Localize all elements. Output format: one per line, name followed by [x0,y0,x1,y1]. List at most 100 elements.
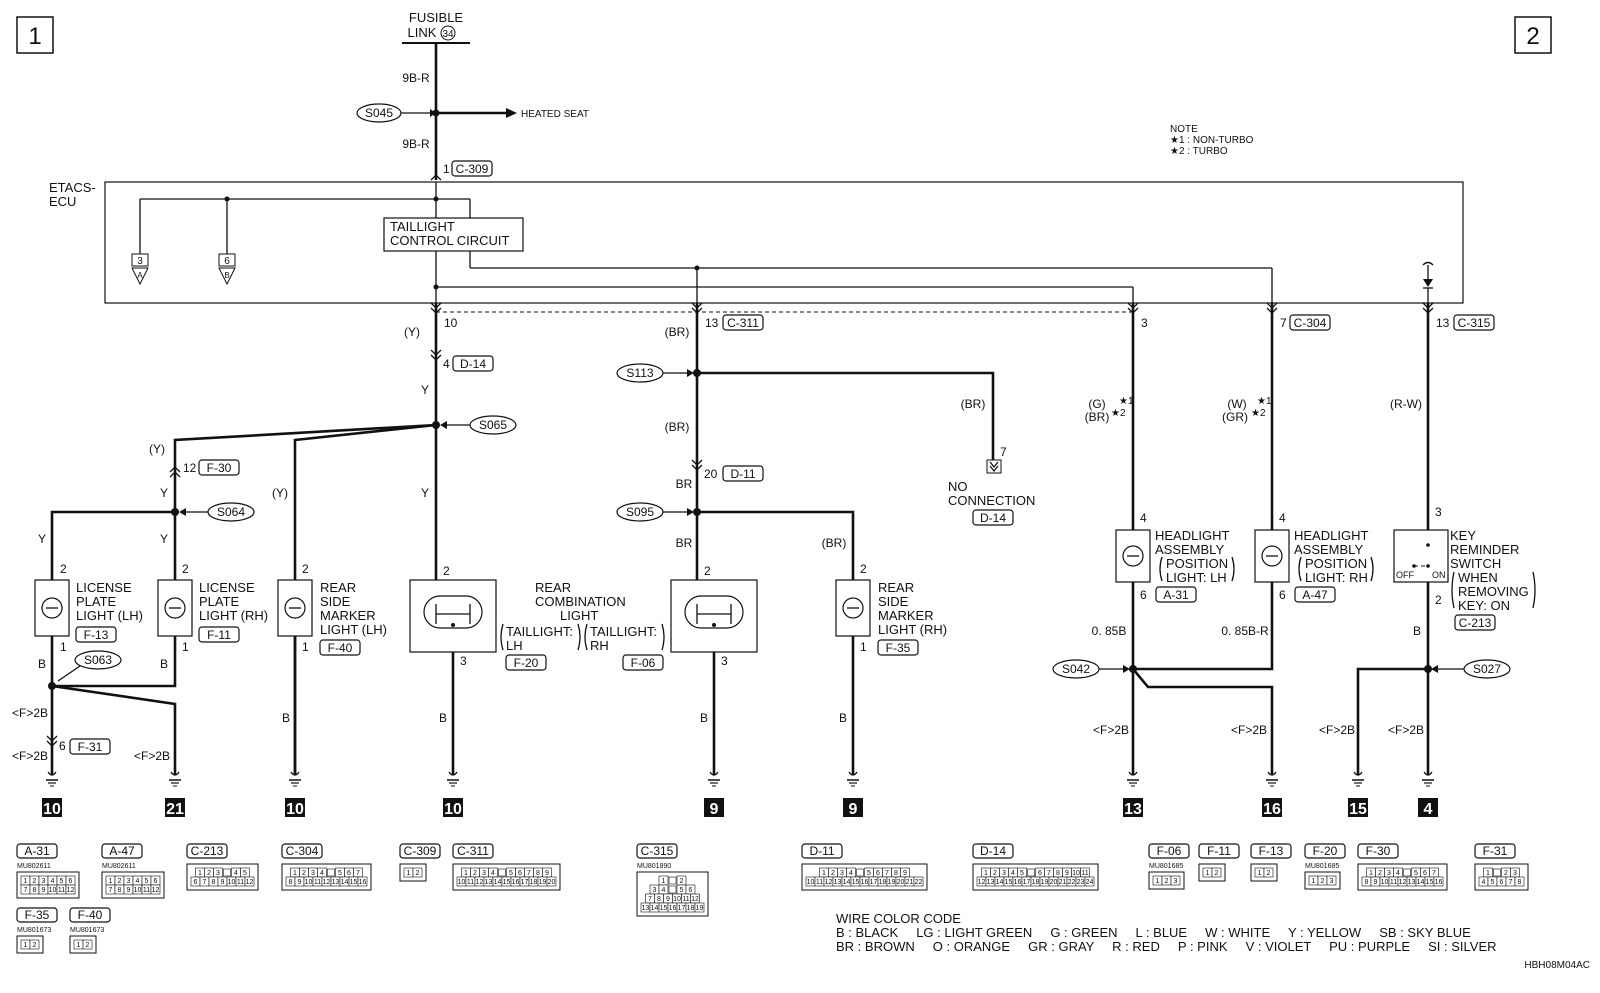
connector-pin: 1 [662,878,666,885]
connector-view-label: C-304 [286,844,319,858]
connector-view-label: F-40 [78,908,103,922]
connector-pin: 4 [136,878,140,885]
connector-pin: 2 [118,878,122,885]
ecu-pin-connector: C-315 [1458,316,1491,330]
splice-s064: S064 [179,502,255,522]
connector-pin: 8 [1056,870,1060,877]
svg-text:4: 4 [1140,511,1147,525]
ground-5: 9 [843,771,863,818]
svg-text:LIGHT (RH): LIGHT (RH) [199,608,268,623]
connector-pin: 4 [234,870,238,877]
fusible-link: FUSIBLE LINK 34 [402,10,470,44]
svg-text:A-31: A-31 [1163,588,1189,602]
svg-text:3: 3 [721,654,728,668]
svg-text:ASSEMBLY: ASSEMBLY [1155,542,1224,557]
svg-text:Y: Y [38,532,46,546]
svg-text:MARKER: MARKER [878,608,934,623]
svg-text:WIRE COLOR CODE: WIRE COLOR CODE [836,911,961,926]
svg-text:3: 3 [137,256,143,267]
connector-pin: 8 [118,887,122,894]
connector-pin: 7 [24,887,28,894]
connector-pin: 12 [978,879,986,886]
svg-text:<F>2B: <F>2B [1231,723,1267,737]
svg-text:<F>2B: <F>2B [1319,723,1355,737]
ground-point-badge [42,798,62,817]
connector-pin: 1 [1369,870,1373,877]
connector-pin: 7 [648,896,652,903]
svg-text:S063: S063 [84,653,112,667]
rear-side-marker-light-lh: 2 1 REAR SIDE MARKER LIGHT (LH) F-40 [277,562,387,656]
connector-pin: 18 [530,879,538,886]
connector-pin: 16 [861,879,869,886]
ground-0: 10 [42,771,62,818]
svg-text:F-20: F-20 [514,656,539,670]
connector-pin: 24 [1086,879,1094,886]
connector-pin: 2 [302,870,306,877]
svg-text:POSITION: POSITION [1305,556,1367,571]
svg-text:NO: NO [948,479,968,494]
connector-pin: 3 [653,887,657,894]
connector-pin: 9 [545,870,549,877]
connector-pin: 3 [1513,870,1517,877]
connector-pin: 11 [1390,879,1397,886]
connector-pin: 6 [194,879,198,886]
connector-pin: 18 [879,879,887,886]
svg-text:WHEN: WHEN [1458,570,1498,585]
license-plate-light-rh: 2 1 LICENSE PLATE LIGHT (RH) F-11 [157,562,268,654]
svg-text:F-40: F-40 [328,641,353,655]
svg-text:★1 : NON-TURBO: ★1 : NON-TURBO [1170,135,1254,146]
svg-text:S064: S064 [217,505,245,519]
connector-pin: 20 [548,879,556,886]
svg-text:★1: ★1 [1257,396,1272,407]
connector-pin: 13 [485,879,493,886]
svg-text:LIGHT (RH): LIGHT (RH) [878,622,947,637]
connector-pin: 16 [669,905,677,912]
svg-text:S113: S113 [626,366,653,380]
svg-text:D-14: D-14 [460,357,486,371]
connector-pin: 8 [1518,879,1522,886]
svg-text:1: 1 [60,640,67,654]
svg-text:0. 85B: 0. 85B [1092,624,1127,638]
svg-text:7: 7 [1000,445,1007,459]
ground-7: 16 [1262,771,1282,818]
svg-text:S065: S065 [479,418,507,432]
connector-pin: 2 [1378,870,1382,877]
svg-text:B: B [439,711,447,725]
ground-point-badge [1262,798,1282,817]
connector-pin: 22 [915,879,923,886]
connector-pin: 2 [416,870,420,877]
svg-text:★1: ★1 [1119,396,1134,407]
connector-view-label: C-315 [641,844,674,858]
svg-text:LH: LH [506,638,523,653]
connector-view-label: C-213 [191,844,224,858]
svg-text:LIGHT: LIGHT [560,608,598,623]
connector-pin: 11 [314,879,321,886]
connector-pin: 5 [145,878,149,885]
svg-text:★2 : TURBO: ★2 : TURBO [1170,146,1228,157]
svg-text:(W): (W) [1227,397,1246,411]
connector-pin: 11 [58,887,65,894]
ecu-pin-connector-tag [1289,314,1331,331]
connector-pin: 13 [332,879,340,886]
connector-pin: 10 [228,879,236,886]
connector-pin: 6 [1423,870,1427,877]
svg-text:LINK: LINK [408,25,437,40]
svg-text:SIDE: SIDE [878,594,909,609]
svg-text:2: 2 [182,562,189,576]
svg-text:34: 34 [442,29,454,40]
connector-pin: 9 [127,887,131,894]
connector-pin: 3 [127,878,131,885]
svg-text:BR : BROWN O : ORANGE: BR : BROWN O : ORANGE GR : GRAY R : RED … [836,939,1497,954]
svg-text:★2: ★2 [1251,408,1266,419]
svg-text:F-06: F-06 [631,656,656,670]
connector-pin: 11 [467,879,474,886]
connector-pin: 17 [1023,879,1031,886]
connector-pin: 9 [1374,879,1378,886]
note-block: NOTE ★1 : NON-TURBO ★2 : TURBO [1170,124,1254,157]
svg-text:1: 1 [443,162,450,176]
etacs-ecu-label: ETACS- [49,180,96,195]
svg-text:Y: Y [421,383,429,397]
connector-pin: 1 [984,870,988,877]
